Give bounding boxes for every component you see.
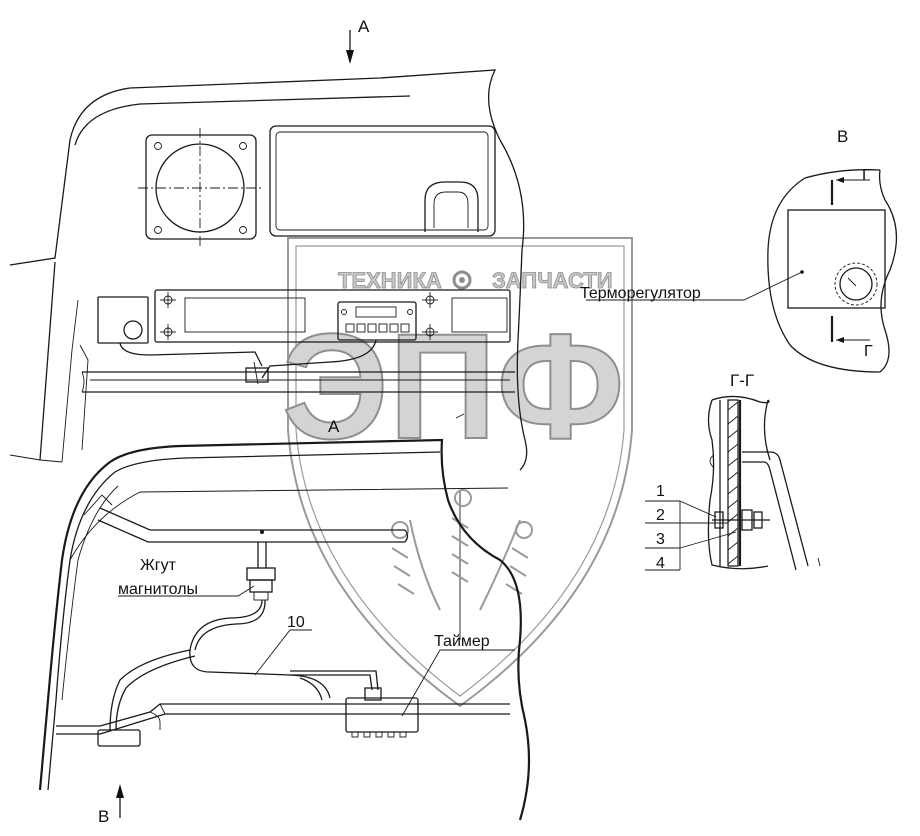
harness-label-line1: Жгут [140, 557, 177, 574]
view-b-arrow: В [98, 784, 124, 826]
lower-panel [38, 438, 531, 821]
callout-10: 10 [287, 614, 305, 631]
section-callout-4: 4 [656, 555, 665, 572]
section-mark-top: Г [862, 167, 871, 184]
section-callout-2: 2 [656, 507, 665, 524]
view-a-label: А [358, 17, 370, 36]
speaker-flange [138, 128, 262, 246]
detail-b-title: В [837, 127, 848, 146]
view-b-label: В [98, 807, 109, 826]
section-mark-bottom: Г [864, 343, 873, 360]
upper-panel: А [9, 69, 528, 471]
watermark-wheat [391, 489, 533, 640]
thermoregulator-label: Терморегулятор [580, 285, 701, 302]
watermark-big: ЭПФ [282, 302, 625, 470]
radio-unit [337, 301, 417, 341]
timer-unit [345, 687, 419, 738]
section-callout-3: 3 [656, 531, 665, 548]
harness-label-line2: магнитолы [118, 581, 198, 598]
mount-crosshairs [160, 292, 438, 340]
watermark-text-left: ТЕХНИКА [338, 268, 442, 293]
gear-icon [452, 270, 472, 290]
detail-view-b: В Г Г [586, 127, 898, 373]
section-title: Г-Г [730, 371, 754, 390]
inner-a-label: А [328, 417, 340, 436]
section-callout-1: 1 [656, 483, 665, 500]
view-a-arrow: А [346, 17, 370, 64]
timer-label: Таймер [434, 633, 490, 650]
watermark-text-right: ЗАПЧАСТИ [492, 268, 613, 293]
section-g-g: Г-Г [645, 371, 821, 571]
